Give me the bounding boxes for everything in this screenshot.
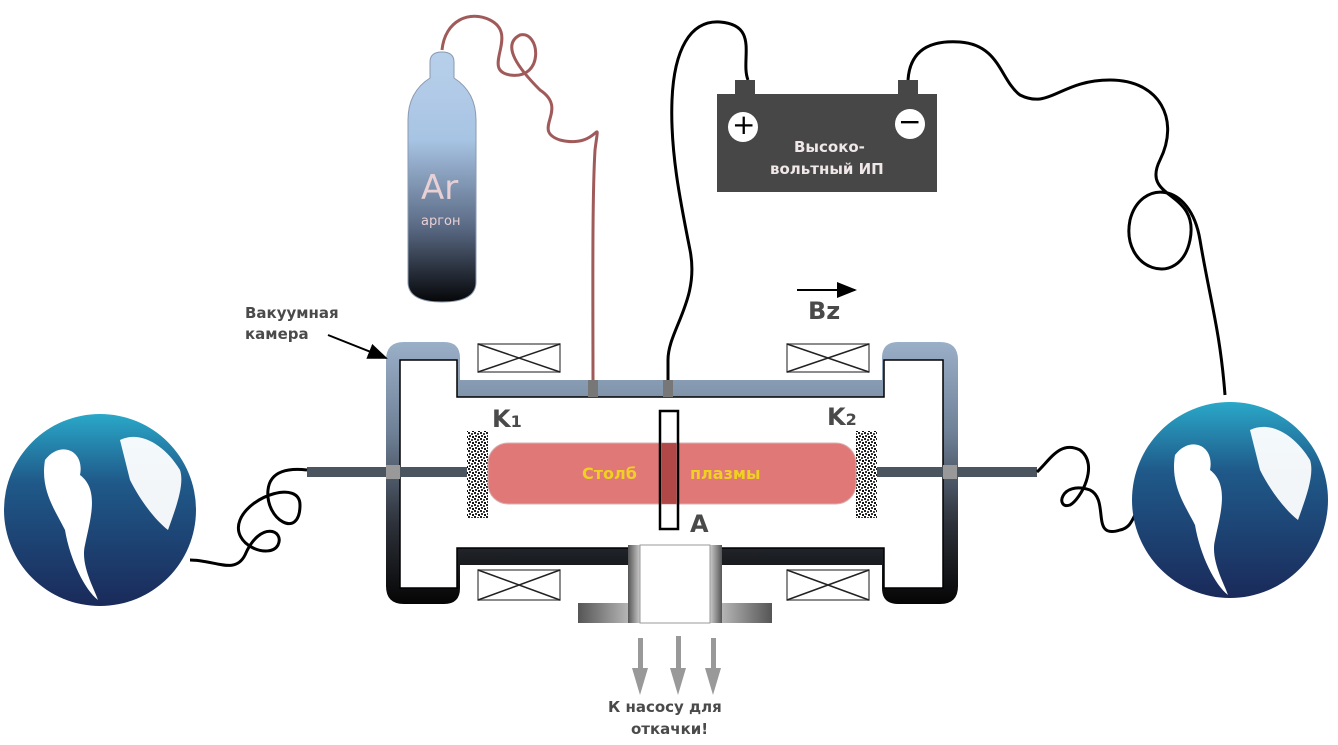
cathode-k1 [467,431,488,518]
chamber-pointer-arrow [327,334,388,359]
pump-arrows [632,636,721,695]
cathode-k2-letter: K [827,403,846,431]
cathode-k1-index: 1 [510,412,522,431]
anode-probe [658,409,680,531]
right-feedthrough [943,465,957,479]
magnetic-coil [477,569,561,601]
pump-label-line1: К насосу для [608,698,722,716]
cathode-k1-label: K1 [492,405,522,433]
gas-hose [440,14,599,391]
plasma-label-word2: плазмы [690,464,761,483]
anode-wire [666,20,750,410]
earth-ground-right [1132,402,1328,598]
cathode-k1-letter: K [492,405,511,433]
ground-wire-rod-right [1035,446,1137,534]
ground-wire-left [189,467,308,567]
magnetic-coil [477,343,561,373]
cathode-k2 [856,431,877,518]
magnetic-coil [786,569,870,601]
plasma-label-word1: Столб [582,464,637,483]
chamber-label-line2: камера [245,325,309,343]
power-supply-label-line1: Высоко- [794,138,865,156]
cathode-k2-label: K2 [827,403,857,431]
cylinder-symbol: Ar [421,168,459,208]
earth-ground-left [4,414,196,606]
magnetic-coil [786,343,870,373]
left-feedthrough [386,465,400,479]
argon-cylinder [407,51,477,303]
anode-feedthrough [663,380,673,397]
pump-port [578,544,772,624]
magnetic-field-label: Bz [808,297,841,325]
anode-label: A [690,510,709,538]
minus-terminal-icon: − [898,105,922,138]
high-voltage-power-supply [717,80,937,192]
ground-wire-right [906,40,1227,396]
plus-terminal-icon: + [732,108,756,141]
chamber-label-line1: Вакуумная [245,304,339,322]
cathode-k2-index: 2 [845,410,857,429]
gas-feedthrough [588,380,598,397]
cylinder-name: аргон [421,214,461,229]
anode-plasma-overlap [662,443,676,504]
power-supply-label-line2: вольтный ИП [770,160,884,178]
pump-label-line2: откачки! [631,720,709,738]
